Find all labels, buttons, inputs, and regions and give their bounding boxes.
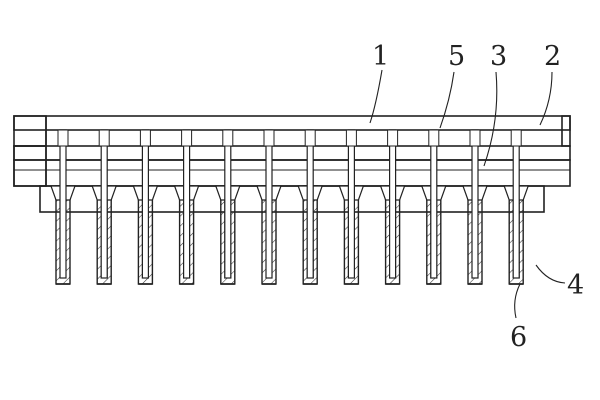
pin-shaft: [471, 129, 479, 279]
pin-3: [132, 129, 159, 285]
leader-5: [439, 71, 455, 129]
pin-slot: [428, 129, 440, 147]
leader-2: [539, 71, 553, 126]
pin-slot: [345, 129, 357, 147]
pin-shaft: [512, 129, 520, 279]
pin-7: [297, 129, 324, 285]
pin-slot: [263, 129, 275, 147]
left-end-block: [13, 115, 47, 187]
pin-2: [91, 129, 118, 285]
leader-6: [514, 283, 521, 319]
leader-lines: [369, 69, 566, 319]
pin-slot: [469, 129, 481, 147]
labels: 1 5 3 2 4 6: [372, 41, 584, 353]
pin-8: [338, 129, 365, 285]
pin-array: [50, 129, 530, 285]
pin-4: [173, 129, 200, 285]
pin-shaft: [389, 129, 397, 279]
label-4: 4: [567, 270, 584, 301]
pin-shaft: [141, 129, 149, 279]
pin-5: [214, 129, 241, 285]
top-plate: [13, 115, 571, 131]
pin-shaft: [59, 129, 67, 279]
pin-shaft: [306, 129, 314, 279]
pin-shaft: [100, 129, 108, 279]
label-1: 1: [372, 41, 389, 72]
label-3: 3: [490, 41, 507, 72]
pin-slot: [387, 129, 399, 147]
leader-1: [369, 69, 383, 124]
pin-slot: [304, 129, 316, 147]
leader-4: [535, 264, 566, 284]
label-5: 5: [448, 41, 465, 72]
label-2: 2: [544, 41, 561, 72]
pin-shaft: [224, 129, 232, 279]
pin-11: [462, 129, 488, 285]
pin-slot: [98, 129, 110, 147]
pin-shaft: [265, 129, 273, 279]
leader-3: [483, 71, 498, 167]
pin-slot: [139, 129, 151, 147]
pin-slot: [181, 129, 193, 147]
pin-shaft: [347, 129, 355, 279]
pin-slot: [57, 129, 69, 147]
pin-slot: [222, 129, 234, 147]
pin-10: [420, 129, 447, 285]
pin-12: [503, 129, 530, 285]
pin-1: [50, 129, 76, 285]
pin-shaft: [183, 129, 191, 279]
label-6: 6: [510, 322, 527, 353]
pin-6: [256, 129, 282, 285]
right-end-block: [561, 115, 571, 147]
pin-9: [379, 129, 406, 285]
pin-slot: [510, 129, 522, 147]
pin-shaft: [430, 129, 438, 279]
